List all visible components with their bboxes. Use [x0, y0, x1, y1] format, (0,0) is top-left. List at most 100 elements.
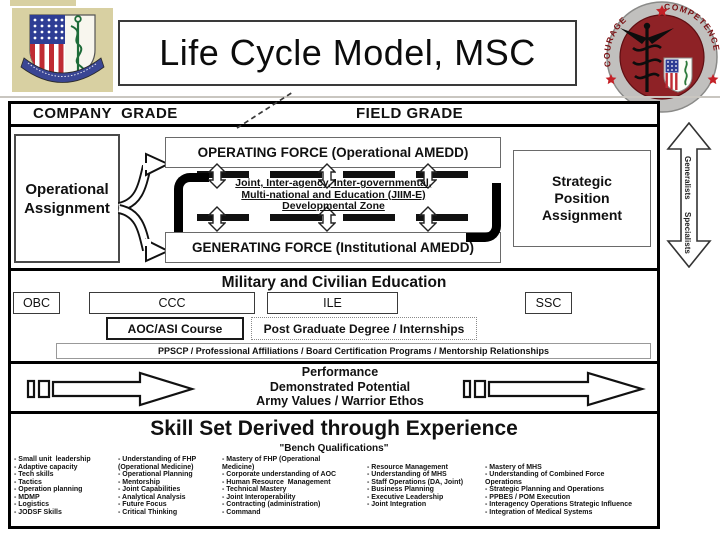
- skill-item: - Tech skills: [14, 471, 54, 478]
- company-grade-label: COMPANY GRADE: [33, 105, 178, 122]
- skill-item: - Interagency Operations Strategic Influ…: [485, 501, 633, 508]
- skill-item: - Logistics: [14, 501, 50, 508]
- ssc-label: SSC: [535, 296, 562, 310]
- skill-item: - Understanding of Combined Force: [485, 471, 605, 478]
- skill-item: - Joint Interoperability: [222, 493, 296, 501]
- generating-force-label: GENERATING FORCE (Institutional AMEDD): [192, 240, 474, 255]
- jiim-dashed-border-bottom: [197, 214, 469, 221]
- education-title: Military and Civilian Education: [221, 274, 447, 291]
- ppscp-box: PPSCP / Professional Affiliations / Boar…: [56, 343, 651, 359]
- skill-item: Operations: [485, 478, 522, 486]
- skill-item: - MDMP: [14, 493, 40, 501]
- skill-item: - Future Focus: [118, 501, 167, 508]
- ile-box: ILE: [267, 292, 398, 314]
- skill-item: - Understanding of FHP: [118, 456, 197, 463]
- skill-item: - Executive Leadership: [367, 493, 444, 501]
- vertical-double-arrow-icon: Generalists Specialists: [666, 121, 712, 269]
- skill-item: (Operational Medicine): [118, 463, 194, 471]
- tan-strip: [10, 0, 76, 6]
- jiim-dashed-border-top: [197, 171, 469, 178]
- skill-item: - Technical Mastery: [222, 486, 287, 493]
- education-panel: Military and Civilian Education OBC CCC …: [11, 271, 657, 364]
- strategic-position-line: Strategic: [552, 173, 612, 189]
- operational-assignment-line: Assignment: [24, 199, 110, 217]
- ccc-box: CCC: [89, 292, 255, 314]
- skill-item: - Adaptive capacity: [14, 463, 78, 471]
- axis-bottom-label: Specialists: [683, 212, 692, 254]
- strategic-position-line: Position: [554, 190, 610, 206]
- skill-item: - Resource Management: [367, 463, 448, 471]
- curved-arrows-icon: [117, 152, 171, 263]
- skill-item: - Strategic Planning and Operations: [485, 486, 605, 493]
- skills-column-4: - Resource Management- Understanding of …: [367, 456, 483, 509]
- skill-item: - Small unit leadership: [14, 456, 91, 463]
- jiim-zone-label: Joint, Inter-agency, Inter-governmental,…: [206, 177, 461, 213]
- skill-item: - Operational Planning: [118, 471, 193, 478]
- skill-item: - Human Resource Management: [222, 478, 331, 486]
- jiim-line: Joint, Inter-agency, Inter-governmental,: [235, 177, 432, 189]
- skill-item: - Understanding of MHS: [367, 471, 447, 478]
- skills-column-2: - Understanding of FHP(Operational Medic…: [118, 456, 220, 516]
- generalist-specialist-axis: Generalists Specialists: [666, 121, 712, 269]
- skill-item: - Joint Integration: [367, 501, 427, 508]
- performance-line: Performance: [301, 365, 379, 379]
- skill-item: - PPBES / POM Execution: [485, 493, 571, 501]
- seal-shield-icon: [663, 57, 693, 93]
- skill-item: - Staff Operations (DA, Joint): [367, 478, 464, 486]
- skill-item: - Corporate understanding of AOC: [222, 471, 337, 478]
- skills-column-1: - Small unit leadership- Adaptive capaci…: [14, 456, 116, 516]
- obc-label: OBC: [22, 296, 51, 310]
- skill-item: - Contracting (administration): [222, 501, 321, 508]
- skill-item: - Mentorship: [118, 478, 160, 486]
- skill-item: - Tactics: [14, 478, 42, 486]
- skill-item: - Joint Capabilities: [118, 486, 181, 493]
- grade-band: COMPANY GRADE FIELD GRADE: [11, 104, 657, 127]
- striped-right-arrow-icon: [462, 371, 646, 407]
- skill-item: - Analytical Analysis: [118, 493, 186, 501]
- jiim-left-bracket: [174, 173, 209, 232]
- skill-item: - Mastery of MHS: [485, 463, 542, 471]
- aoc-asi-box: AOC/ASI Course: [106, 317, 244, 340]
- page-title-text: Life Cycle Model, MSC: [159, 32, 536, 73]
- aoc-asi-label: AOC/ASI Course: [127, 321, 223, 336]
- strategic-position-line: Assignment: [541, 207, 623, 223]
- striped-right-arrow-icon: [26, 371, 196, 407]
- skill-item: - Business Planning: [367, 486, 434, 493]
- skill-item: - Integration of Medical Systems: [485, 508, 593, 516]
- caduceus-icon: [620, 22, 674, 92]
- header-divider: [0, 96, 720, 98]
- field-grade-label: FIELD GRADE: [356, 105, 464, 122]
- operating-force-label: OPERATING FORCE (Operational AMEDD): [197, 145, 469, 160]
- page-title: Life Cycle Model, MSC: [118, 20, 577, 86]
- skill-item: Medicine): [222, 463, 255, 471]
- operational-assignment-line: Operational: [25, 180, 109, 198]
- ppscp-label: PPSCP / Professional Affiliations / Boar…: [157, 346, 550, 356]
- generating-force-box: GENERATING FORCE (Institutional AMEDD): [165, 232, 501, 263]
- skill-item: - Critical Thinking: [118, 508, 178, 516]
- operating-force-box: OPERATING FORCE (Operational AMEDD): [165, 137, 501, 168]
- skill-item: - Operation planning: [14, 486, 83, 493]
- jiim-line: Multi-national and Education (JIIM-E): [241, 188, 426, 201]
- performance-line: Army Values / Warrior Ethos: [256, 394, 424, 409]
- ssc-box: SSC: [525, 292, 572, 314]
- ile-label: ILE: [323, 296, 342, 310]
- jiim-right-bracket: [466, 183, 501, 242]
- skill-item: - Command: [222, 508, 261, 516]
- postgrad-label: Post Graduate Degree / Internships: [263, 321, 465, 336]
- skill-item: - Mastery of FHP (Operational: [222, 456, 321, 463]
- skills-title: Skill Set Derived through Experience: [150, 417, 518, 440]
- skills-column-5: - Mastery of MHS- Understanding of Combi…: [485, 456, 657, 516]
- msc-seal-icon: COURAGE COMPETENCE: [602, 0, 720, 114]
- seal-stars: [605, 5, 719, 85]
- skills-subtitle: "Bench Qualifications": [279, 443, 389, 454]
